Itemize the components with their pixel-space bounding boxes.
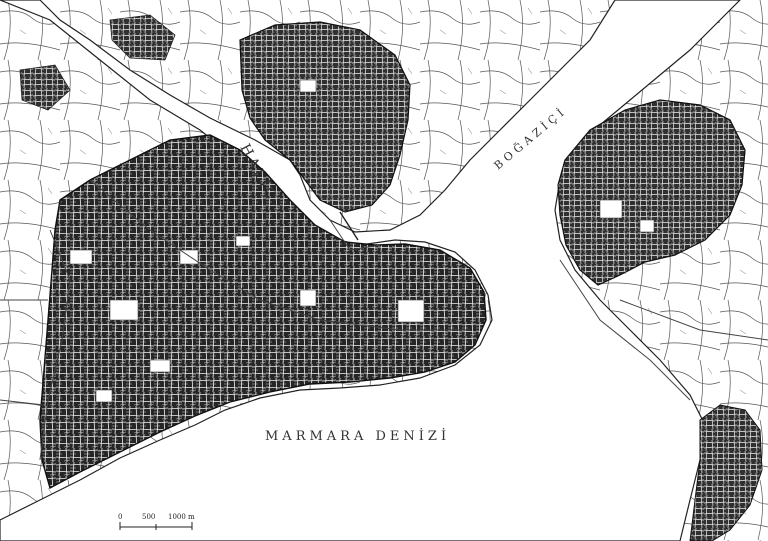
settlement-west <box>19 64 71 111</box>
scale-tick-500: 500 <box>142 513 155 521</box>
scale-tick-1000: 1000 m <box>168 513 195 521</box>
kadikoy-district <box>689 404 763 541</box>
scale-tick-0: 0 <box>118 513 122 521</box>
galata-bridge <box>339 211 359 241</box>
historic-peninsula <box>39 134 487 490</box>
pera-district <box>239 21 411 213</box>
uskudar-district <box>557 99 746 286</box>
marmara-label: MARMARA DENİZİ <box>265 427 450 444</box>
scale-line <box>119 522 193 530</box>
major-roads <box>0 179 768 461</box>
open-spaces <box>69 79 655 403</box>
settlement-north <box>109 14 176 61</box>
scale-bar: 0 500 1000 m <box>118 513 195 530</box>
